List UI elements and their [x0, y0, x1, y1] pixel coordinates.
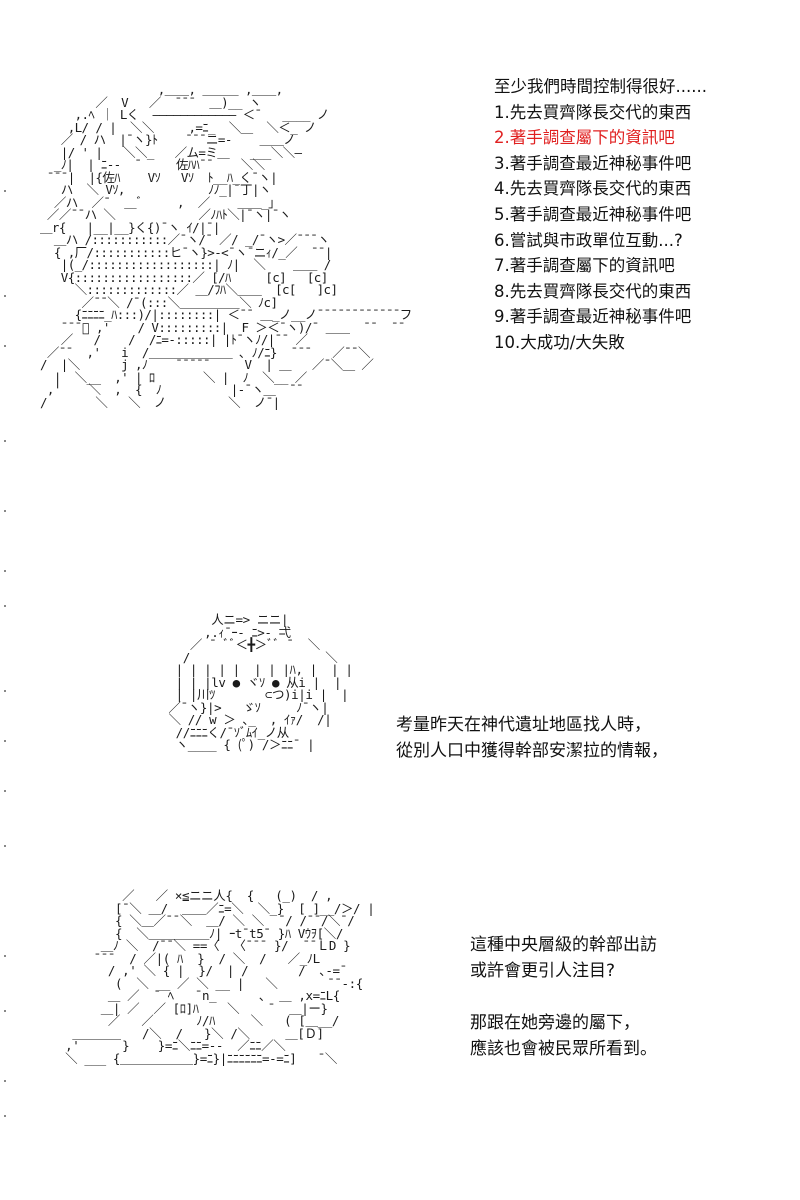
line-gap	[470, 984, 657, 1010]
margin-dot	[4, 570, 6, 572]
margin-dot	[4, 440, 6, 442]
choice-list: 至少我們時間控制得很好...... 1.先去買齊隊長交代的東西 2.著手調查屬下的資…	[494, 74, 794, 356]
margin-dot	[4, 790, 6, 792]
margin-dot	[4, 1115, 6, 1117]
choice-item: 4.先去買齊隊長交代的東西	[494, 179, 692, 199]
margin-dot	[4, 345, 6, 347]
choice-item: 2.著手調查屬下的資訊吧	[494, 128, 675, 148]
narration-text-3: 這種中央層級的幹部出訪或許會更引人注目? 那跟在她旁邊的屬下， 應該也會被民眾所看到…	[470, 932, 657, 1062]
choice-item: 9.著手調查最近神秘事件吧	[494, 307, 692, 327]
ascii-art-seated-character: ／ ／ ×≦ニニ人{ { (_) / , [¯＼ ＿/ ＿＿／ﾆ=＼ ＼_} […	[65, 888, 375, 1066]
choice-item: 10.大成功/大失敗	[494, 332, 625, 352]
choice-item: 5.著手調查最近神秘事件吧	[494, 204, 692, 224]
narration-line: 這種中央層級的幹部出訪	[470, 935, 657, 955]
intro-line: 至少我們時間控制得很好......	[494, 77, 707, 96]
margin-dot	[4, 1010, 6, 1012]
margin-dot	[4, 605, 6, 607]
ascii-art-character-portrait: 人ニ=> ニニ| ,.ｨ¯ｰ- ﾆ>- 弌 ／ ¯ ﾞﾞ＜╋＞ﾞﾞ ¯ ＼ / …	[168, 612, 353, 752]
narration-line: 那跟在她旁邊的屬下，	[470, 1013, 640, 1033]
narration-line: 或許會更引人注目?	[470, 961, 616, 981]
margin-dot	[4, 510, 6, 512]
margin-dot	[4, 740, 6, 742]
margin-dot	[4, 295, 6, 297]
narration-line: 從別人口中獲得幹部安潔拉的情報，	[396, 741, 668, 761]
choice-item: 7.著手調查屬下的資訊吧	[494, 256, 675, 276]
margin-dot	[4, 845, 6, 847]
choice-item: 6.嘗試與市政單位互動...?	[494, 230, 683, 250]
narration-line: 考量昨天在神代遺址地區找人時，	[396, 715, 651, 735]
margin-dot	[4, 955, 6, 957]
margin-dot	[4, 1080, 6, 1082]
margin-dots	[4, 0, 10, 1200]
narration-text-2: 考量昨天在神代遺址地區找人時， 從別人口中獲得幹部安潔拉的情報，	[396, 712, 668, 764]
choice-item: 3.著手調查最近神秘事件吧	[494, 153, 692, 173]
ascii-art-character-group: ,＿＿, ＿＿＿ ,＿＿, ／ V ／ ¯¯¯ ＿)__ ヽ ,.ﾍ ｜ Lく …	[40, 82, 412, 410]
margin-dot	[4, 190, 6, 192]
margin-dot	[4, 690, 6, 692]
choice-item: 8.先去買齊隊長交代的東西	[494, 281, 692, 301]
choice-item: 1.先去買齊隊長交代的東西	[494, 102, 692, 122]
narration-line: 應該也會被民眾所看到。	[470, 1039, 657, 1059]
